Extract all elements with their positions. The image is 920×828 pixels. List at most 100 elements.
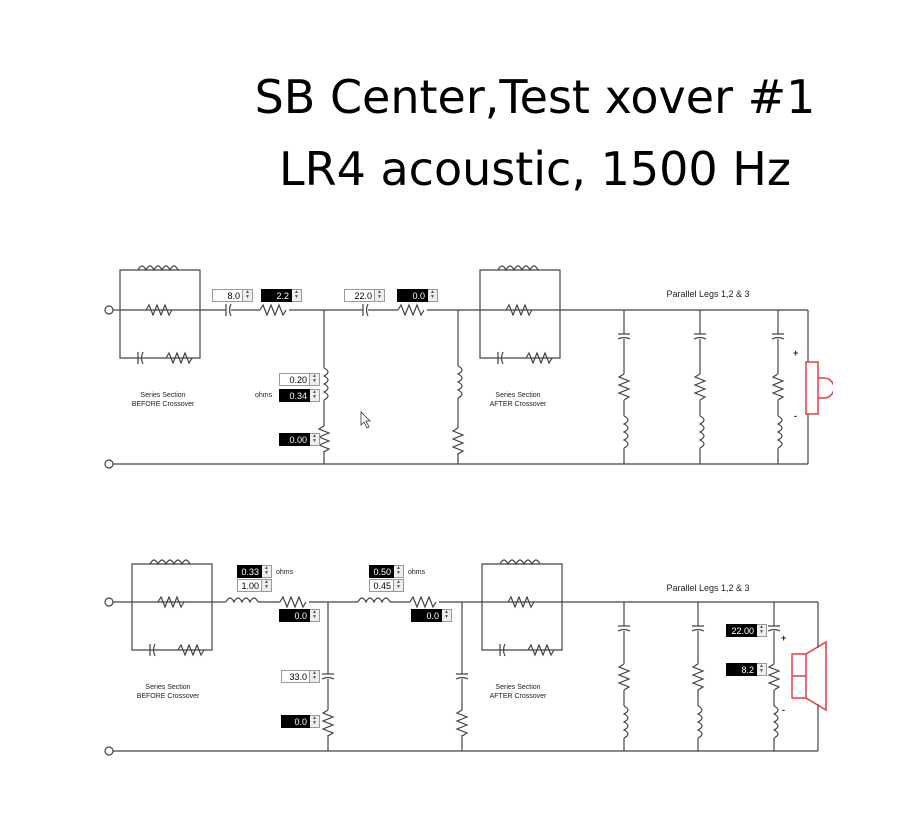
spinner-value: 0.0 xyxy=(411,609,442,622)
spinner-arrows-icon[interactable]: ▲▼ xyxy=(428,289,438,302)
series-cap-2-spinner[interactable]: 22.0 ▲▼ xyxy=(344,289,385,302)
spinner-value: 0.0 xyxy=(281,715,310,728)
spinner-arrows-icon[interactable]: ▲▼ xyxy=(757,663,767,676)
spinner-arrows-icon[interactable]: ▲▼ xyxy=(310,373,320,386)
spinner-value: 1.00 xyxy=(237,579,262,592)
series-before-label: Series Section BEFORE Crossover xyxy=(131,392,195,408)
plus-label: + xyxy=(793,348,799,358)
minus-label: - xyxy=(782,705,785,715)
leg3-resistor-spinner[interactable]: 8.2 ▲▼ xyxy=(726,663,767,676)
series-inductor-1 xyxy=(225,597,259,604)
series-resistor-2 xyxy=(409,595,437,609)
shunt-capacitor xyxy=(321,673,335,680)
series-inductor-2 xyxy=(357,597,391,604)
spinner-arrows-icon[interactable]: ▲▼ xyxy=(310,433,320,446)
spinner-value: 0.33 xyxy=(237,565,262,578)
parallel-leg-1 xyxy=(617,310,631,464)
shunt-resistor-2 xyxy=(451,427,465,455)
series-after-label: Series Section AFTER Crossover xyxy=(489,392,547,408)
inductor-symbol xyxy=(137,265,179,272)
capacitor-symbol xyxy=(137,351,144,365)
parallel-leg-2 xyxy=(691,602,705,751)
leg3-capacitor-spinner[interactable]: 22.00 ▲▼ xyxy=(726,624,767,637)
series-after-label: Series Section AFTER Crossover xyxy=(489,684,547,700)
parallel-legs-label: Parallel Legs 1,2 & 3 xyxy=(666,289,750,299)
spinner-value: 0.34 xyxy=(279,389,310,402)
series-before-label: Series Section BEFORE Crossover xyxy=(136,684,200,700)
woofer-speaker-icon xyxy=(791,640,827,712)
series-inductor-2-ohms-spinner[interactable]: 0.50 ▲▼ xyxy=(369,565,404,578)
series-capacitor-2 xyxy=(362,303,369,317)
spinner-value: 22.00 xyxy=(726,624,757,637)
spinner-arrows-icon[interactable]: ▲▼ xyxy=(442,609,452,622)
series-resistor-2-spinner[interactable]: 0.0 ▲▼ xyxy=(411,609,452,622)
minus-label: - xyxy=(794,411,797,421)
series-inductor-1-spinner[interactable]: 1.00 ▲▼ xyxy=(237,579,272,592)
spinner-arrows-icon[interactable]: ▲▼ xyxy=(243,289,253,302)
spinner-arrows-icon[interactable]: ▲▼ xyxy=(310,389,320,402)
shunt-inductor xyxy=(322,367,329,401)
series-res-2-spinner[interactable]: 0.0 ▲▼ xyxy=(397,289,438,302)
shunt-inductor-ohms-spinner[interactable]: 0.34 ▲▼ xyxy=(279,389,320,402)
input-terminal-negative xyxy=(104,459,114,469)
series-resistor-1 xyxy=(259,303,287,317)
spinner-value: 0.00 xyxy=(279,433,310,446)
shunt-resistor xyxy=(321,709,335,737)
parallel-leg-1 xyxy=(617,602,631,751)
parallel-leg-3 xyxy=(767,602,781,751)
bottom-schematic xyxy=(104,559,827,756)
spinner-arrows-icon[interactable]: ▲▼ xyxy=(757,624,767,637)
spinner-value: 0.0 xyxy=(397,289,428,302)
spinner-value: 22.0 xyxy=(344,289,375,302)
series-cap-1-spinner[interactable]: 8.0 ▲▼ xyxy=(212,289,253,302)
series-res-1-spinner[interactable]: 2.2 ▲▼ xyxy=(261,289,302,302)
top-crossover-circuit: 8.0 ▲▼ 2.2 ▲▼ 22.0 ▲▼ 0.0 ▲▼ 0.20 ▲▼ ohm… xyxy=(88,258,833,470)
bottom-crossover-circuit: 0.33 ▲▼ ohms 1.00 ▲▼ 0.0 ▲▼ 0.50 ▲▼ ohms… xyxy=(88,546,833,758)
resistor-symbol xyxy=(165,351,193,365)
spinner-arrows-icon[interactable]: ▲▼ xyxy=(262,565,272,578)
spinner-value: 0.0 xyxy=(279,609,310,622)
top-schematic xyxy=(104,265,833,469)
spinner-value: 8.2 xyxy=(726,663,757,676)
shunt-resistor xyxy=(317,425,331,453)
input-terminal-negative xyxy=(104,746,114,756)
series-resistor-1-spinner[interactable]: 0.0 ▲▼ xyxy=(279,609,320,622)
spinner-value: 0.50 xyxy=(369,565,394,578)
series-capacitor-1 xyxy=(225,303,232,317)
spinner-value: 8.0 xyxy=(212,289,243,302)
slide-title-line1: SB Center,Test xover #1 xyxy=(254,70,816,124)
shunt-resistor-spinner[interactable]: 0.0 ▲▼ xyxy=(281,715,320,728)
spinner-arrows-icon[interactable]: ▲▼ xyxy=(310,715,320,728)
spinner-value: 0.45 xyxy=(369,579,394,592)
spinner-arrows-icon[interactable]: ▲▼ xyxy=(262,579,272,592)
tweeter-speaker-icon xyxy=(805,361,833,415)
plus-label: + xyxy=(781,633,787,643)
spinner-arrows-icon[interactable]: ▲▼ xyxy=(375,289,385,302)
parallel-legs-label: Parallel Legs 1,2 & 3 xyxy=(666,583,750,593)
shunt-inductor-2 xyxy=(456,365,463,399)
series-resistor-2 xyxy=(397,303,425,317)
ohms-label-2: ohms xyxy=(408,569,426,576)
mouse-cursor-icon xyxy=(360,411,371,429)
spinner-arrows-icon[interactable]: ▲▼ xyxy=(310,609,320,622)
spinner-arrows-icon[interactable]: ▲▼ xyxy=(310,670,320,683)
input-terminal-positive xyxy=(104,305,114,315)
shunt-resistor-spinner[interactable]: 0.00 ▲▼ xyxy=(279,433,320,446)
spinner-value: 33.0 xyxy=(281,670,310,683)
spinner-arrows-icon[interactable]: ▲▼ xyxy=(394,565,404,578)
parallel-leg-2 xyxy=(693,310,707,464)
shunt-capacitor-spinner[interactable]: 33.0 ▲▼ xyxy=(281,670,320,683)
parallel-leg-3 xyxy=(771,310,785,464)
spinner-arrows-icon[interactable]: ▲▼ xyxy=(292,289,302,302)
spinner-value: 0.20 xyxy=(279,373,310,386)
slide-title-line2: LR4 acoustic, 1500 Hz xyxy=(279,142,791,196)
shunt-inductor-spinner[interactable]: 0.20 ▲▼ xyxy=(279,373,320,386)
spinner-arrows-icon[interactable]: ▲▼ xyxy=(394,579,404,592)
ohms-label-1: ohms xyxy=(276,569,294,576)
series-inductor-1-ohms-spinner[interactable]: 0.33 ▲▼ xyxy=(237,565,272,578)
input-terminal-positive xyxy=(104,597,114,607)
ohms-label: ohms xyxy=(255,392,273,399)
series-resistor-1 xyxy=(279,595,307,609)
series-inductor-2-spinner[interactable]: 0.45 ▲▼ xyxy=(369,579,404,592)
spinner-value: 2.2 xyxy=(261,289,292,302)
